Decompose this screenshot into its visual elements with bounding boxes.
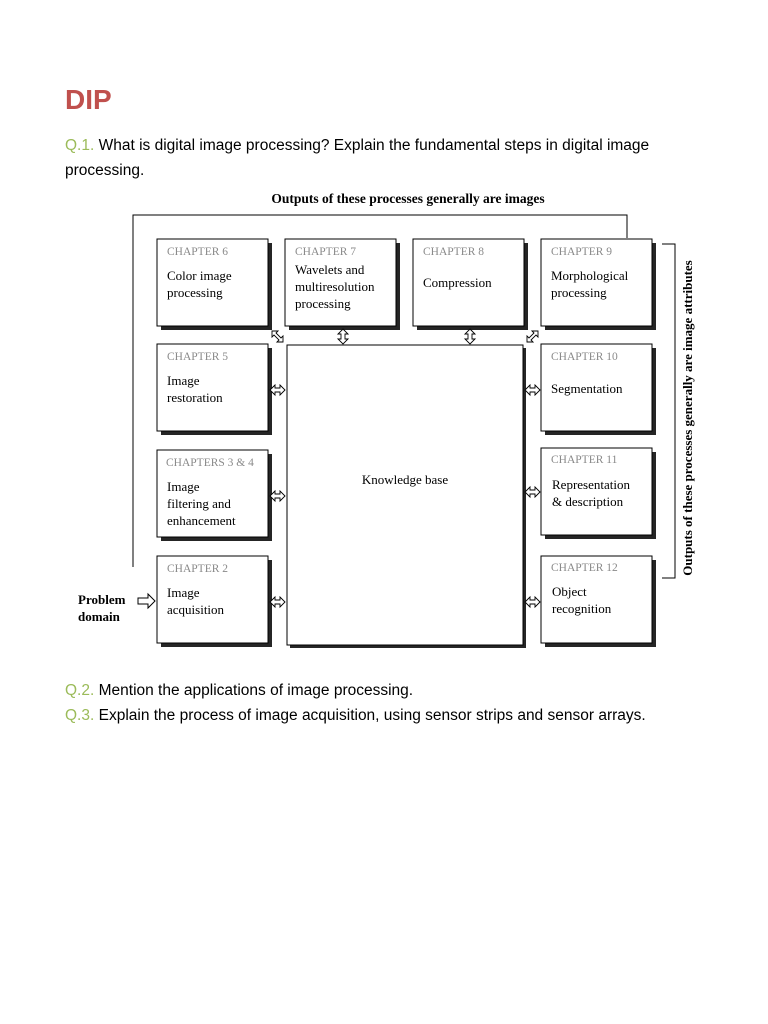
box-chapter-12: CHAPTER 12 Object recognition (540, 555, 653, 644)
double-arrows (269, 328, 541, 609)
chapter-label: CHAPTER 5 (167, 351, 228, 363)
chapter-label: CHAPTER 9 (551, 246, 612, 258)
chapter-label: CHAPTERS 3 & 4 (166, 457, 254, 469)
question-2-number: Q.2. (65, 682, 95, 699)
box-line: processing (295, 296, 351, 311)
knowledge-base-box (286, 344, 524, 646)
question-1-number: Q.1. (65, 137, 95, 154)
question-3-text: Explain the process of image acquisition… (98, 707, 646, 724)
question-3: Q.3. Explain the process of image acquis… (65, 703, 705, 728)
top-output-line (132, 214, 628, 567)
chapter-label: CHAPTER 10 (551, 351, 618, 363)
box-line: recognition (552, 601, 612, 616)
question-1-text: What is digital image processing? Explai… (65, 137, 650, 179)
box-line: Segmentation (551, 381, 623, 396)
box-line: Compression (423, 275, 492, 290)
question-1: Q.1. What is digital image processing? E… (65, 133, 705, 183)
box-line: multiresolution (295, 279, 375, 294)
box-chapter-5: CHAPTER 5 Image restoration (156, 343, 269, 432)
box-line: Representation (552, 477, 630, 492)
box-chapter-9: CHAPTER 9 Morphological processing (540, 238, 653, 327)
top-caption: Outputs of these processes generally are… (271, 191, 544, 206)
box-line: acquisition (167, 602, 225, 617)
question-3-number: Q.3. (65, 707, 95, 724)
chapter-label: CHAPTER 11 (551, 454, 618, 466)
box-line: Wavelets and (295, 262, 365, 277)
knowledge-base-label: Knowledge base (362, 472, 449, 487)
question-2-text: Mention the applications of image proces… (98, 682, 414, 699)
chapter-label: CHAPTER 6 (167, 246, 228, 258)
box-line: Image (167, 585, 200, 600)
box-line: & description (552, 494, 624, 509)
box-line: enhancement (167, 513, 236, 528)
box-chapter-7: CHAPTER 7 Wavelets and multiresolution p… (284, 238, 397, 327)
box-line: Image (167, 479, 200, 494)
box-line: Color image (167, 268, 232, 283)
question-2: Q.2. Mention the applications of image p… (65, 678, 705, 703)
chapter-label: CHAPTER 7 (295, 246, 356, 258)
box-chapter-11: CHAPTER 11 Representation & description (540, 447, 653, 536)
page-title: DIP (65, 84, 112, 115)
chapter-label: CHAPTER 8 (423, 246, 484, 258)
box-line: restoration (167, 390, 223, 405)
box-chapter-6: CHAPTER 6 Color image processing (156, 238, 269, 327)
problem-domain-line-1: Problem (78, 592, 126, 607)
box-line: processing (551, 285, 607, 300)
box-chapter-8: CHAPTER 8 Compression (412, 238, 525, 327)
box-line: Morphological (551, 268, 629, 283)
right-output-bracket (662, 243, 676, 579)
box-chapter-10: CHAPTER 10 Segmentation (540, 343, 653, 432)
box-line: processing (167, 285, 223, 300)
side-caption: Outputs of these processes generally are… (680, 260, 695, 575)
problem-domain-line-2: domain (78, 609, 121, 624)
box-chapter-2: CHAPTER 2 Image acquisition (156, 555, 269, 644)
box-line: Image (167, 373, 200, 388)
box-line: filtering and (167, 496, 231, 511)
box-chapters-3-4: CHAPTERS 3 & 4 Image filtering and enhan… (156, 449, 269, 538)
box-line: Object (552, 584, 587, 599)
chapter-label: CHAPTER 12 (551, 562, 618, 574)
problem-domain-arrow (137, 592, 156, 610)
chapter-label: CHAPTER 2 (167, 563, 228, 575)
